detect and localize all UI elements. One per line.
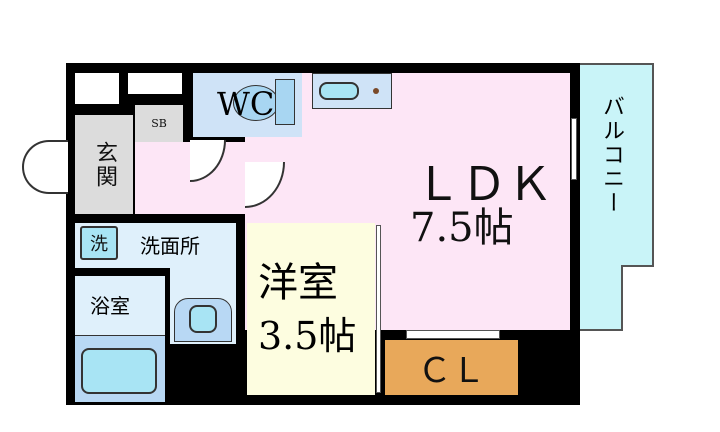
western-room-label: 洋室 bbox=[258, 260, 338, 306]
kitchen-counter bbox=[312, 73, 392, 109]
balcony-step bbox=[621, 265, 654, 267]
ldk-label: ＬＤＫ bbox=[415, 157, 553, 211]
western-room-door[interactable] bbox=[376, 225, 381, 393]
closet-doors[interactable] bbox=[406, 330, 500, 339]
room-closet: ＣＬ bbox=[385, 340, 518, 395]
storage-box bbox=[75, 73, 119, 104]
room-wc: WC bbox=[193, 73, 302, 137]
wc-label: WC bbox=[217, 85, 275, 123]
stove-icon bbox=[373, 88, 379, 94]
bathtub-area bbox=[75, 335, 165, 402]
shoe-box-label: SB bbox=[151, 117, 167, 130]
balcony-lower bbox=[578, 265, 623, 331]
balcony-label: バルコニー bbox=[599, 95, 624, 215]
washroom-label: 洗面所 bbox=[140, 234, 200, 258]
toilet-tank-icon bbox=[275, 79, 295, 125]
washer-space: 洗 bbox=[80, 226, 118, 260]
storage-box bbox=[128, 73, 182, 94]
bathroom-label: 浴室 bbox=[90, 294, 130, 318]
room-western bbox=[247, 223, 375, 395]
washer-label: 洗 bbox=[90, 234, 108, 255]
washbasin-icon bbox=[174, 298, 232, 342]
sink-icon bbox=[319, 82, 359, 100]
shoe-box: SB bbox=[135, 105, 183, 142]
washroom-extension bbox=[170, 268, 236, 344]
entrance-label: 玄関 bbox=[92, 140, 117, 189]
room-entrance: 玄関 bbox=[75, 115, 133, 214]
entrance-door[interactable] bbox=[22, 140, 68, 194]
bathtub-icon bbox=[81, 348, 157, 394]
closet-label: ＣＬ bbox=[417, 351, 486, 391]
ldk-window bbox=[571, 118, 577, 180]
western-room-size: 3.5帖 bbox=[258, 314, 357, 358]
ldk-size: 7.5帖 bbox=[410, 205, 514, 251]
